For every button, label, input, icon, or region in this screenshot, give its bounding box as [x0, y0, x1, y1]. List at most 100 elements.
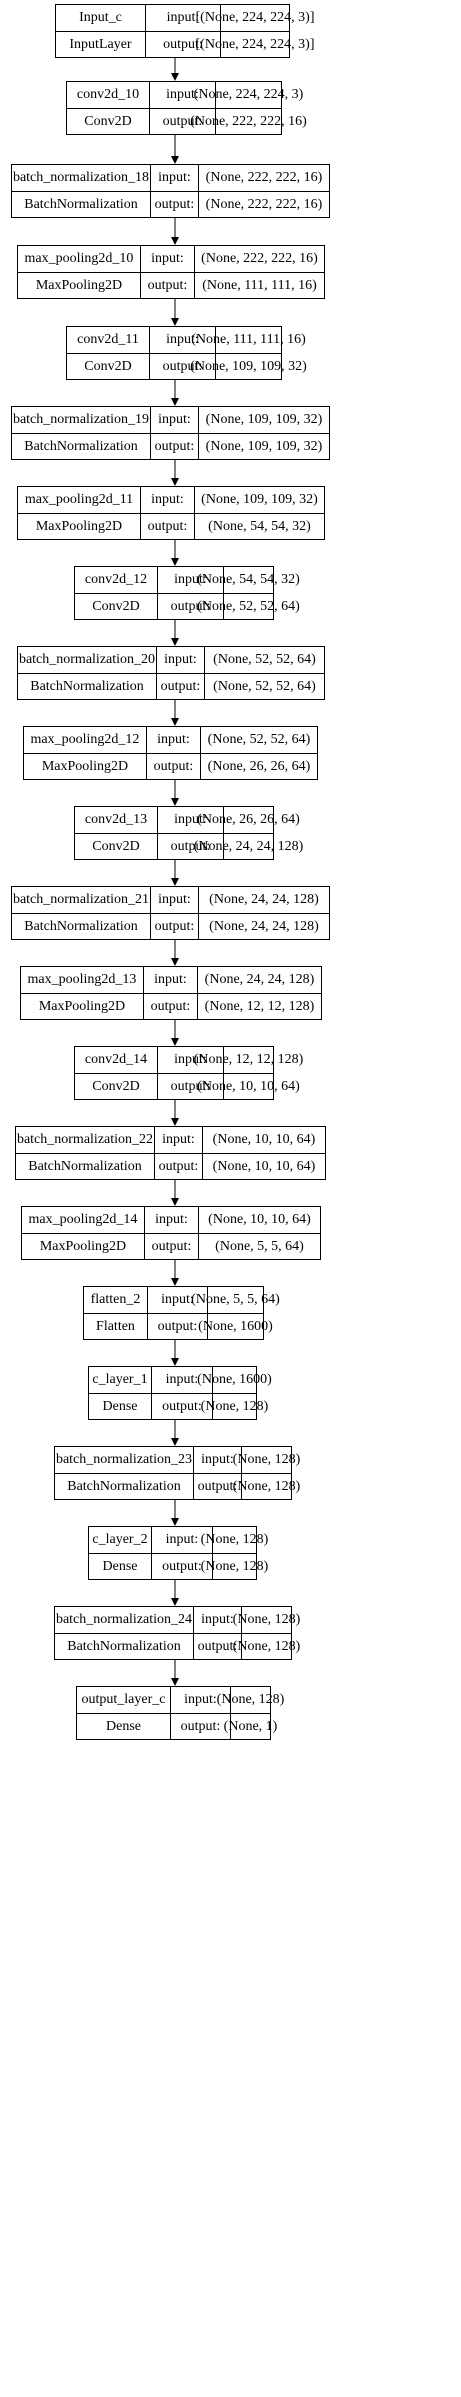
input-label: input:	[164, 652, 197, 667]
output-shape: (None, 109, 109, 32)	[205, 439, 323, 454]
column-divider	[146, 727, 147, 779]
edge-arrow	[171, 1100, 179, 1126]
input-shape: (None, 24, 24, 128)	[204, 972, 315, 987]
layer-type: BatchNormalization	[24, 439, 138, 454]
layer-name: batch_normalization_21	[12, 892, 150, 907]
layer-type: Conv2D	[92, 599, 140, 614]
layer-name: batch_normalization_23	[55, 1452, 193, 1467]
row-divider	[22, 1233, 320, 1234]
column-divider	[140, 487, 141, 539]
input-label: input:	[174, 572, 207, 587]
layer-name: conv2d_12	[84, 572, 148, 587]
input-shape: (None, 109, 109, 32)	[201, 492, 318, 507]
edge-arrow	[171, 58, 179, 81]
column-divider	[140, 246, 141, 298]
layer-name: max_pooling2d_13	[27, 972, 137, 987]
input-label: input:	[157, 732, 190, 747]
output-label: output:	[163, 37, 203, 52]
row-divider	[55, 1633, 291, 1634]
column-divider	[198, 407, 199, 459]
layer-type: Dense	[102, 1559, 138, 1574]
column-divider	[156, 647, 157, 699]
output-label: output:	[151, 1239, 192, 1254]
layer-name: output_layer_c	[81, 1692, 166, 1707]
output-label: output:	[162, 114, 203, 129]
input-label: input:	[166, 10, 200, 25]
layer-name: conv2d_13	[84, 812, 148, 827]
column-divider	[157, 567, 158, 619]
column-divider	[198, 1207, 199, 1259]
layer-name: batch_normalization_19	[12, 412, 150, 427]
layer-name: max_pooling2d_12	[30, 732, 140, 747]
layer-type: MaxPooling2D	[35, 278, 123, 293]
row-divider	[75, 1073, 273, 1074]
layer-type: Conv2D	[84, 114, 132, 129]
column-divider	[144, 1207, 145, 1259]
row-divider	[75, 593, 273, 594]
output-shape: (None, 12, 12, 128)	[204, 999, 315, 1014]
column-divider	[220, 5, 221, 57]
layer-name: batch_normalization_24	[55, 1612, 193, 1627]
column-divider	[170, 1687, 171, 1739]
output-label: output:	[154, 919, 195, 934]
layer-type: Conv2D	[92, 1079, 140, 1094]
column-divider	[194, 487, 195, 539]
input-label: input:	[166, 87, 199, 102]
edge-arrow	[171, 1660, 179, 1686]
output-label: output:	[150, 999, 191, 1014]
output-shape: (None, 109, 109, 32)	[190, 359, 307, 374]
column-divider	[202, 1127, 203, 1179]
layer-name: max_pooling2d_10	[24, 251, 134, 266]
input-label: input:	[184, 1692, 217, 1707]
layer-type: MaxPooling2D	[35, 519, 123, 534]
input-label: input:	[174, 1052, 207, 1067]
layer-type: MaxPooling2D	[41, 759, 129, 774]
edge-arrow	[171, 860, 179, 886]
input-label: input:	[158, 412, 191, 427]
layer-type: Dense	[106, 1719, 141, 1734]
input-label: input:	[201, 1452, 234, 1467]
row-divider	[67, 353, 281, 354]
layer-type: BatchNormalization	[24, 919, 138, 934]
input-label: input:	[158, 170, 191, 185]
column-divider	[198, 165, 199, 217]
input-shape: (None, 52, 52, 64)	[207, 732, 311, 747]
column-divider	[150, 165, 151, 217]
output-shape: (None, 1600)	[198, 1319, 273, 1334]
edge-arrow	[171, 1500, 179, 1526]
input-shape: (None, 128)	[232, 1612, 301, 1627]
column-divider	[198, 887, 199, 939]
input-shape: (None, 111, 111, 16)	[191, 332, 306, 347]
layer-name: max_pooling2d_14	[28, 1212, 138, 1227]
edge-arrow	[171, 620, 179, 646]
row-divider	[24, 753, 317, 754]
layer-type: MaxPooling2D	[39, 1239, 127, 1254]
output-shape: (None, 10, 10, 64)	[197, 1079, 300, 1094]
column-divider	[151, 1527, 152, 1579]
output-label: output:	[170, 599, 211, 614]
edge-arrow	[171, 460, 179, 486]
output-shape: (None, 5, 5, 64)	[215, 1239, 304, 1254]
input-shape: (None, 54, 54, 32)	[197, 572, 300, 587]
column-divider	[207, 1287, 208, 1339]
output-label: output:	[180, 1719, 221, 1734]
output-shape: (None, 26, 26, 64)	[207, 759, 311, 774]
row-divider	[16, 1153, 325, 1154]
layer-name: flatten_2	[90, 1292, 141, 1307]
input-shape: (None, 26, 26, 64)	[197, 812, 300, 827]
column-divider	[145, 5, 146, 57]
input-shape: (None, 24, 24, 128)	[209, 892, 319, 907]
row-divider	[77, 1713, 270, 1714]
column-divider	[157, 807, 158, 859]
input-shape: (None, 12, 12, 128)	[193, 1052, 304, 1067]
